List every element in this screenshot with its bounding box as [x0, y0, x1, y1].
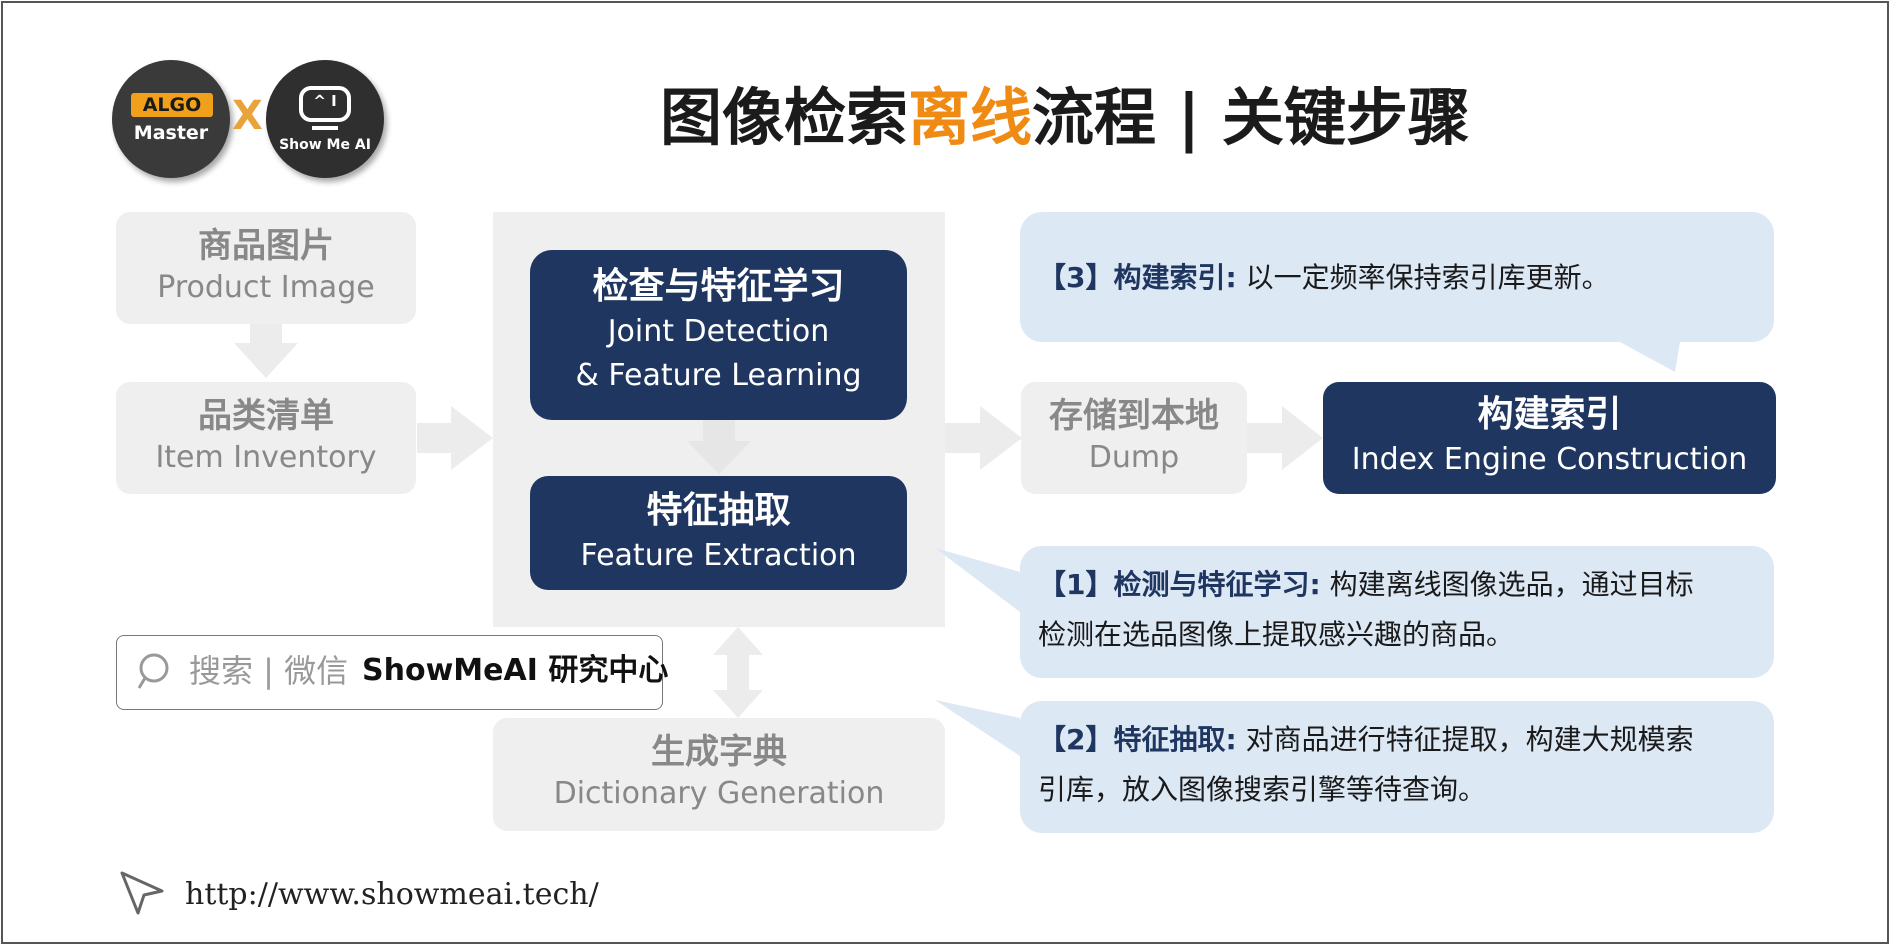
dictionary-generation-zh: 生成字典	[651, 732, 787, 772]
item-inventory-en: Item Inventory	[155, 440, 377, 475]
search-hint: 搜索 | 微信	[189, 652, 349, 690]
dump-en: Dump	[1088, 440, 1180, 475]
note2-tail	[935, 700, 1020, 756]
note1-tail	[935, 548, 1020, 612]
algo-logo-tag: ALGO	[131, 93, 213, 117]
arrow-down-joint	[687, 420, 751, 474]
dump-box: 存储到本地 Dump	[1021, 382, 1247, 494]
page-title: 图像检索离线流程 | 关键步骤	[660, 78, 1510, 158]
note-index-construction: 【3】构建索引: 以一定频率保持索引库更新。	[1020, 212, 1774, 342]
index-engine-box: 构建索引 Index Engine Construction	[1323, 382, 1776, 494]
product-image-zh: 商品图片	[198, 226, 334, 266]
algo-logo-sub: Master	[133, 122, 209, 144]
arrow-bidirectional	[713, 627, 763, 718]
product-image-en: Product Image	[157, 270, 375, 305]
arrow-down-product	[234, 322, 298, 378]
note3-text: 以一定频率保持索引库更新。	[1236, 261, 1610, 294]
note1-text: 构建离线图像选品，通过目标	[1320, 568, 1694, 601]
joint-detection-zh: 检查与特征学习	[592, 266, 845, 307]
dump-zh: 存储到本地	[1049, 396, 1219, 436]
index-engine-en: Index Engine Construction	[1351, 442, 1748, 477]
note3-tail	[1620, 342, 1680, 372]
note-detection: 【1】检测与特征学习: 构建离线图像选品，通过目标 检测在选品图像上提取感兴趣的…	[1020, 546, 1774, 678]
arrow-right-center	[945, 406, 1022, 470]
title-highlight: 离线	[908, 81, 1033, 154]
title-part1: 图像检索	[660, 81, 909, 154]
item-inventory-zh: 品类清单	[198, 396, 334, 436]
cursor-icon	[120, 871, 164, 915]
note-feature-extraction: 【2】特征抽取: 对商品进行特征提取，构建大规模索 引库，放入图像搜索引擎等待查…	[1020, 701, 1774, 833]
feature-extraction-box: 特征抽取 Feature Extraction	[530, 476, 907, 590]
note2-text: 对商品进行特征提取，构建大规模索	[1236, 723, 1694, 756]
dictionary-generation-box: 生成字典 Dictionary Generation	[493, 718, 945, 831]
item-inventory-box: 品类清单 Item Inventory	[116, 382, 416, 494]
joint-detection-box: 检查与特征学习 Joint Detection & Feature Learni…	[530, 250, 907, 420]
arrow-right-inventory	[417, 406, 493, 470]
arrow-right-dump	[1246, 406, 1323, 470]
joint-detection-en2: & Feature Learning	[575, 358, 862, 393]
robot-mouth-bar	[312, 126, 338, 130]
wechat-search-box: 搜索 | 微信 ShowMeAI 研究中心	[116, 635, 668, 710]
showme-logo-sub: Show Me AI	[279, 137, 371, 153]
feature-extraction-zh: 特征抽取	[646, 490, 791, 531]
robot-face-text: ^ I	[313, 92, 337, 110]
note2-key: 【2】特征抽取:	[1038, 723, 1237, 756]
showme-ai-logo: ^ I Show Me AI	[266, 60, 384, 178]
index-engine-zh: 构建索引	[1477, 394, 1622, 435]
note1-line2: 检测在选品图像上提取感兴趣的商品。	[1038, 618, 1515, 651]
title-part2: 流程 | 关键步骤	[1032, 81, 1470, 154]
algo-master-logo: ALGO Master	[112, 60, 230, 178]
note1-line1: 【1】检测与特征学习: 构建离线图像选品，通过目标	[1038, 560, 1756, 610]
note3-key: 【3】构建索引:	[1038, 261, 1237, 294]
search-brand: ShowMeAI 研究中心	[362, 653, 669, 688]
note2-line1: 【2】特征抽取: 对商品进行特征提取，构建大规模索	[1038, 715, 1756, 765]
note1-key: 【1】检测与特征学习:	[1038, 568, 1321, 601]
product-image-box: 商品图片 Product Image	[116, 212, 416, 324]
search-icon	[137, 653, 169, 689]
note2-line2: 引库，放入图像搜索引擎等待查询。	[1038, 773, 1487, 806]
dictionary-generation-en: Dictionary Generation	[553, 776, 885, 811]
robot-face-icon: ^ I	[299, 86, 351, 122]
feature-extraction-en: Feature Extraction	[580, 538, 857, 573]
joint-detection-en1: Joint Detection	[607, 314, 830, 349]
logo-x-mark: X	[232, 93, 263, 139]
footer-url[interactable]: http://www.showmeai.tech/	[185, 877, 599, 912]
